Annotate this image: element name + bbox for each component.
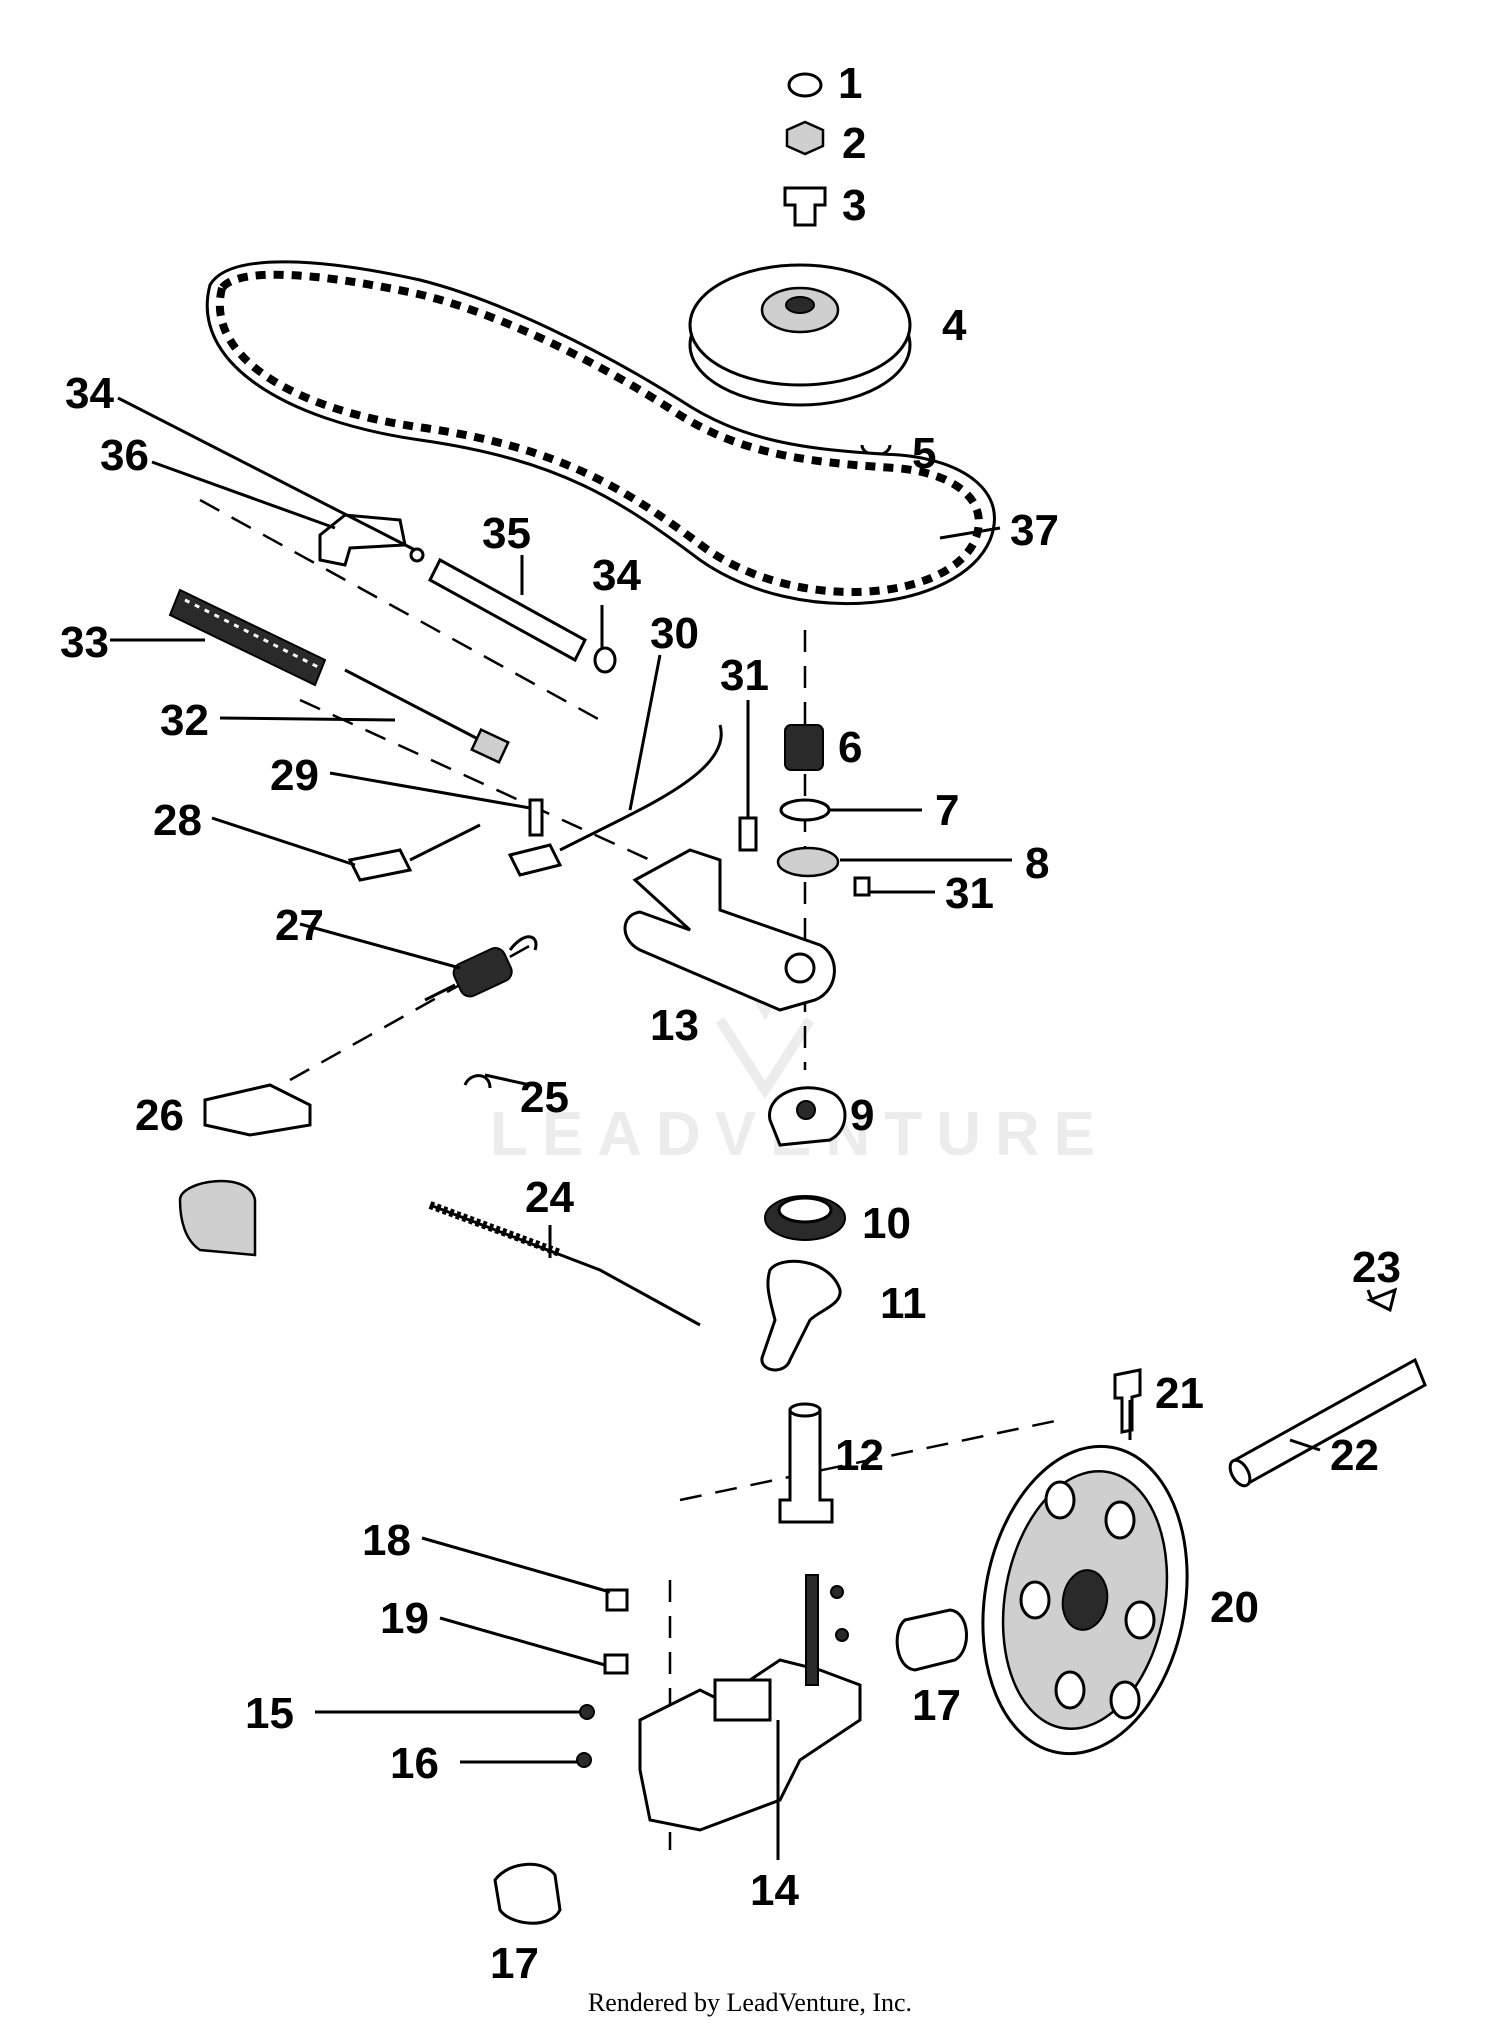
callout-12: 12 xyxy=(835,1431,884,1480)
callout-28: 28 xyxy=(153,796,202,845)
callout-18: 18 xyxy=(362,1516,411,1565)
callout-29: 29 xyxy=(270,751,319,800)
shift-arm-part xyxy=(760,1259,842,1372)
callout-16: 16 xyxy=(390,1739,439,1788)
cap-part xyxy=(787,72,823,98)
callout-27: 27 xyxy=(275,901,324,950)
compression-spring-part xyxy=(168,588,327,687)
callout-10: 10 xyxy=(862,1199,911,1248)
callout-37: 37 xyxy=(1010,506,1059,555)
callout-20: 20 xyxy=(1210,1583,1259,1632)
washer-part-34b xyxy=(593,646,617,674)
leader-28 xyxy=(211,816,356,867)
callout-26: 26 xyxy=(135,1091,184,1140)
callout-3: 3 xyxy=(842,181,866,230)
pin-part-29 xyxy=(528,798,544,837)
callout-25: 25 xyxy=(520,1073,569,1122)
bushing-part xyxy=(783,186,827,227)
extension-spring-part xyxy=(424,983,456,1002)
leader-29 xyxy=(329,771,531,810)
bolt-part-a xyxy=(738,816,758,852)
callout-17-lower: 17 xyxy=(490,1939,539,1988)
nut-part xyxy=(785,120,825,156)
mount-housing-part xyxy=(178,1179,257,1257)
callout-21: 21 xyxy=(1155,1369,1204,1418)
assembly-axis-cable xyxy=(299,698,651,862)
plug-part-18 xyxy=(605,1588,629,1612)
callout-23: 23 xyxy=(1352,1243,1401,1292)
callout-22: 22 xyxy=(1330,1431,1379,1480)
callout-7: 7 xyxy=(935,786,959,835)
cable-bracket-part xyxy=(203,1083,312,1137)
callout-15: 15 xyxy=(245,1689,294,1738)
leader-18 xyxy=(421,1536,611,1594)
gear-case-shaft xyxy=(805,1574,819,1686)
axle-bolt-part xyxy=(1113,1368,1142,1434)
washer-part-34a xyxy=(409,547,425,563)
callout-32: 32 xyxy=(160,696,209,745)
callout-33: 33 xyxy=(60,618,109,667)
timing-belt-part xyxy=(205,260,996,606)
callout-24: 24 xyxy=(525,1173,574,1222)
leader-37 xyxy=(939,526,1001,540)
assembly-axis-bracket xyxy=(289,938,541,1082)
callout-1: 1 xyxy=(838,59,862,108)
callout-14: 14 xyxy=(750,1866,799,1915)
fitting-part-19 xyxy=(603,1653,629,1675)
shaft-part xyxy=(778,1408,834,1524)
callout-8: 8 xyxy=(1025,839,1049,888)
control-cable-part xyxy=(429,1203,701,1327)
callout-30: 30 xyxy=(650,609,699,658)
bracket-plate-part xyxy=(623,848,836,1012)
assembly-axis-wheel xyxy=(679,1418,1061,1502)
callout-31-lower: 31 xyxy=(945,869,994,918)
leader-27 xyxy=(299,922,461,970)
callout-4: 4 xyxy=(942,301,967,350)
callout-2: 2 xyxy=(842,119,866,168)
washer-part xyxy=(779,798,831,822)
callout-36: 36 xyxy=(100,431,149,480)
callout-11: 11 xyxy=(880,1279,927,1328)
callout-17-upper: 17 xyxy=(912,1681,961,1730)
clip-part xyxy=(463,1074,492,1089)
throttle-cable-part xyxy=(559,724,723,852)
bearing-part-upper xyxy=(895,1608,968,1672)
callout-13: 13 xyxy=(650,1001,699,1050)
callout-31-upper: 31 xyxy=(720,651,769,700)
axle-key-part xyxy=(1366,1287,1398,1313)
leader-34a xyxy=(117,396,416,552)
screw-part-16 xyxy=(576,1752,592,1768)
assembly-axis-rod xyxy=(199,498,601,722)
callout-34-upper: 34 xyxy=(65,369,114,418)
leader-25 xyxy=(484,1073,531,1087)
callout-6: 6 xyxy=(838,723,862,772)
callout-9: 9 xyxy=(850,1091,874,1140)
leader-36 xyxy=(151,460,336,530)
callout-5: 5 xyxy=(912,429,936,478)
control-rod-part xyxy=(344,668,481,742)
lever-part xyxy=(347,848,413,882)
callout-19: 19 xyxy=(380,1594,429,1643)
leader-19 xyxy=(439,1616,606,1667)
pivot-bracket-part xyxy=(318,513,407,567)
leader-23 xyxy=(1366,1289,1374,1301)
leader-32 xyxy=(219,716,396,722)
leader-22 xyxy=(1289,1438,1321,1452)
callout-34-lower: 34 xyxy=(592,551,641,600)
bolt-part-b xyxy=(853,876,871,897)
render-credit: Rendered by LeadVenture, Inc. xyxy=(587,1988,913,2017)
link-part xyxy=(507,843,563,877)
leader-30 xyxy=(628,654,662,811)
pivot-pin-part xyxy=(428,557,587,663)
callout-35: 35 xyxy=(482,509,531,558)
spring-part xyxy=(784,724,824,771)
large-washer-part xyxy=(776,846,840,878)
bearing-part-lower xyxy=(493,1862,562,1925)
screw-part-15 xyxy=(579,1704,595,1720)
